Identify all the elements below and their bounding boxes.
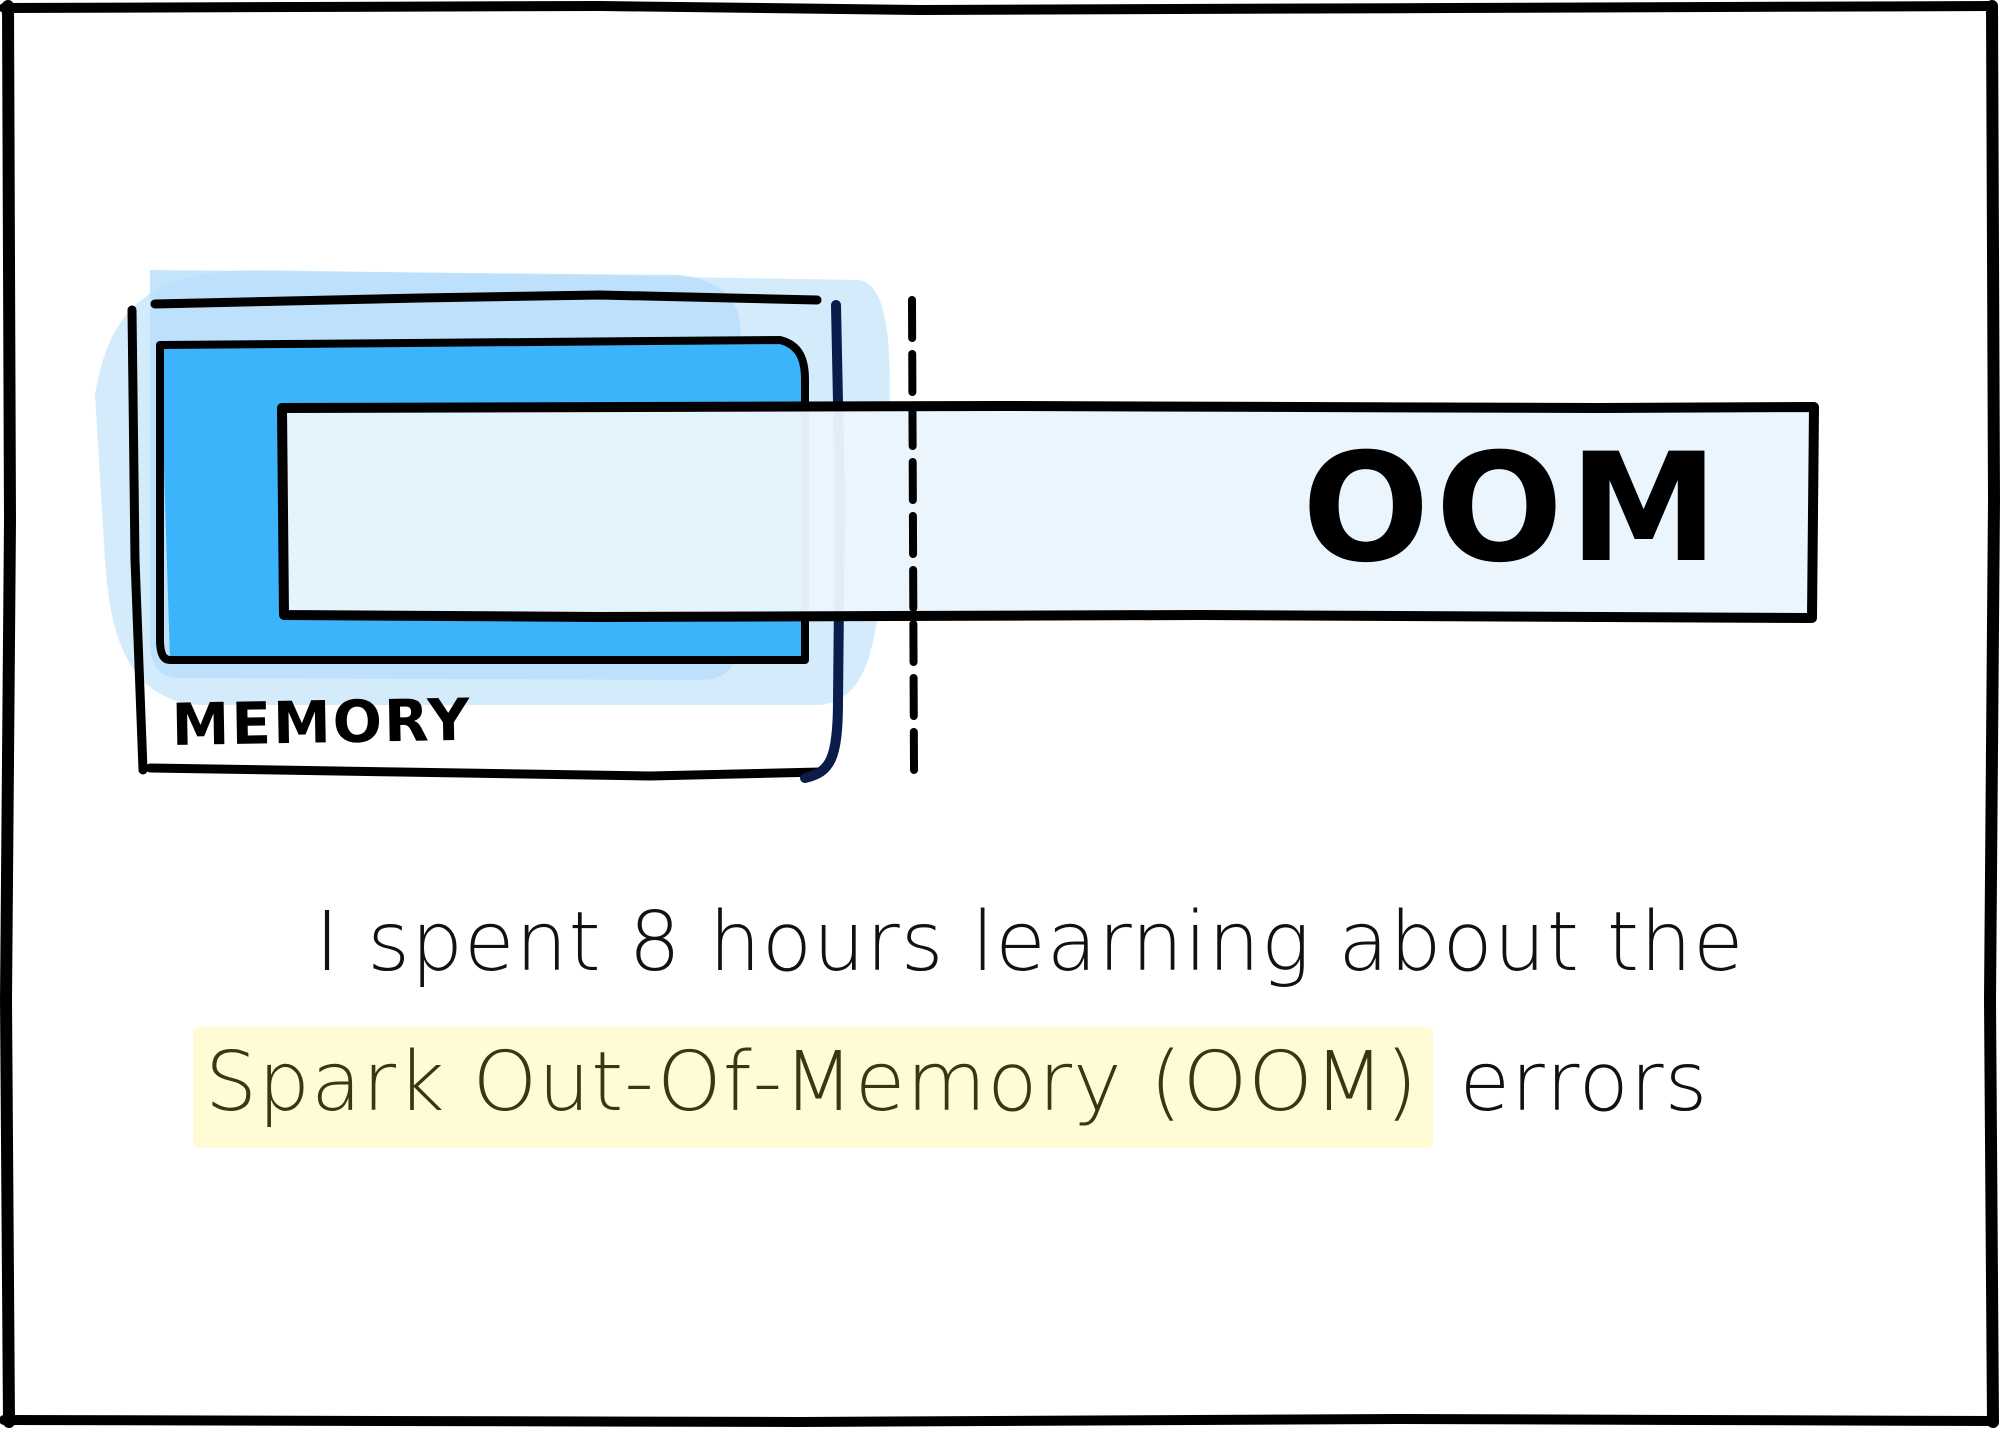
caption-line-2: Spark Out-Of-Memory (OOM) errors (193, 1027, 1708, 1148)
caption-line-1: I spent 8 hours learning about the (315, 895, 1745, 990)
memory-limit-line (908, 296, 918, 774)
memory-box (127, 290, 845, 783)
oom-bar (277, 401, 1819, 623)
oom-label: OOM (1302, 422, 1724, 596)
caption-highlight: Spark Out-Of-Memory (OOM) (193, 1027, 1433, 1148)
caption-line-2-rest: errors (1459, 1035, 1709, 1130)
memory-label: MEMORY (171, 686, 472, 759)
